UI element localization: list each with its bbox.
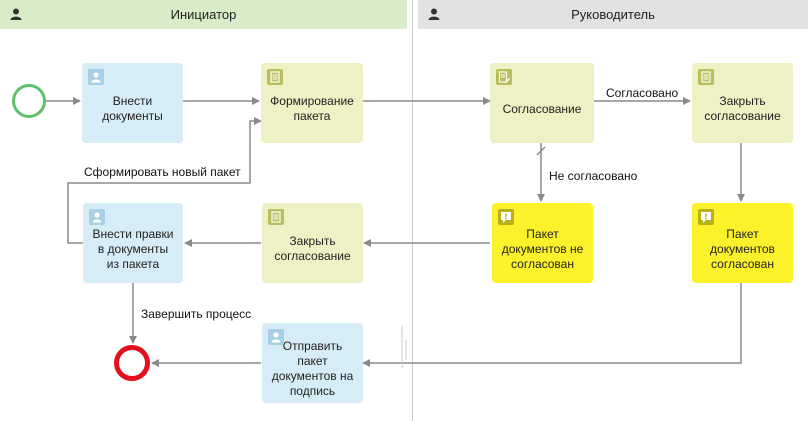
- task-package-not-approved[interactable]: Пакет документов не согласован: [492, 203, 593, 283]
- alert-icon: [698, 209, 714, 225]
- flow-approved-to-send: [362, 283, 742, 367]
- edge-label-not-approved: Не согласовано: [549, 169, 638, 183]
- user-icon: [428, 8, 440, 20]
- start-event[interactable]: [12, 84, 46, 118]
- flow-edit-to-form: [67, 117, 262, 244]
- user-task-icon: [89, 209, 105, 225]
- script-task-icon: [698, 69, 714, 85]
- task-label: Внести документы: [102, 94, 163, 123]
- script-task-icon: [268, 209, 284, 225]
- flow-gate-tick: [536, 146, 546, 156]
- task-label: Пакет документов не согласован: [501, 226, 584, 271]
- task-label: Формирование пакета: [270, 94, 354, 123]
- task-label: Отправить пакет документов на подпись: [271, 339, 354, 398]
- lane-manager: Руководитель: [418, 0, 808, 29]
- user-task-icon: [268, 329, 284, 345]
- edge-label-finish: Завершить процесс: [141, 307, 252, 321]
- lane-initiator-title: Инициатор: [170, 7, 237, 22]
- end-event[interactable]: [114, 345, 150, 381]
- task-package-approved[interactable]: Пакет документов согласован: [692, 203, 793, 283]
- script-task-icon: [267, 69, 283, 85]
- task-close-approval-manager[interactable]: Закрыть согласование: [692, 63, 793, 143]
- task-label: Закрыть согласование: [704, 94, 781, 123]
- task-label: Внести правки в документы из пакета: [92, 226, 174, 271]
- lane-manager-title: Руководитель: [571, 7, 655, 22]
- alert-icon: [498, 209, 514, 225]
- task-edit-documents[interactable]: Внести правки в документы из пакета: [83, 203, 183, 283]
- task-enter-documents[interactable]: Внести документы: [82, 63, 183, 143]
- edge-label-new-package: Сформировать новый пакет: [84, 165, 241, 179]
- edge-label-approved: Согласовано: [606, 86, 679, 100]
- task-close-approval-initiator[interactable]: Закрыть согласование: [262, 203, 363, 283]
- task-label: Закрыть согласование: [274, 234, 351, 263]
- task-send-for-signature[interactable]: Отправить пакет документов на подпись: [262, 323, 363, 403]
- lane-divider: [412, 0, 413, 421]
- edit-document-icon: [496, 69, 512, 85]
- task-label: Пакет документов согласован: [710, 226, 775, 271]
- task-approval[interactable]: Согласование: [490, 63, 594, 143]
- user-task-icon: [88, 69, 104, 85]
- user-icon: [10, 8, 22, 20]
- lane-initiator: Инициатор: [0, 0, 407, 29]
- task-label: Согласование: [502, 101, 582, 116]
- task-form-package[interactable]: Формирование пакета: [261, 63, 363, 143]
